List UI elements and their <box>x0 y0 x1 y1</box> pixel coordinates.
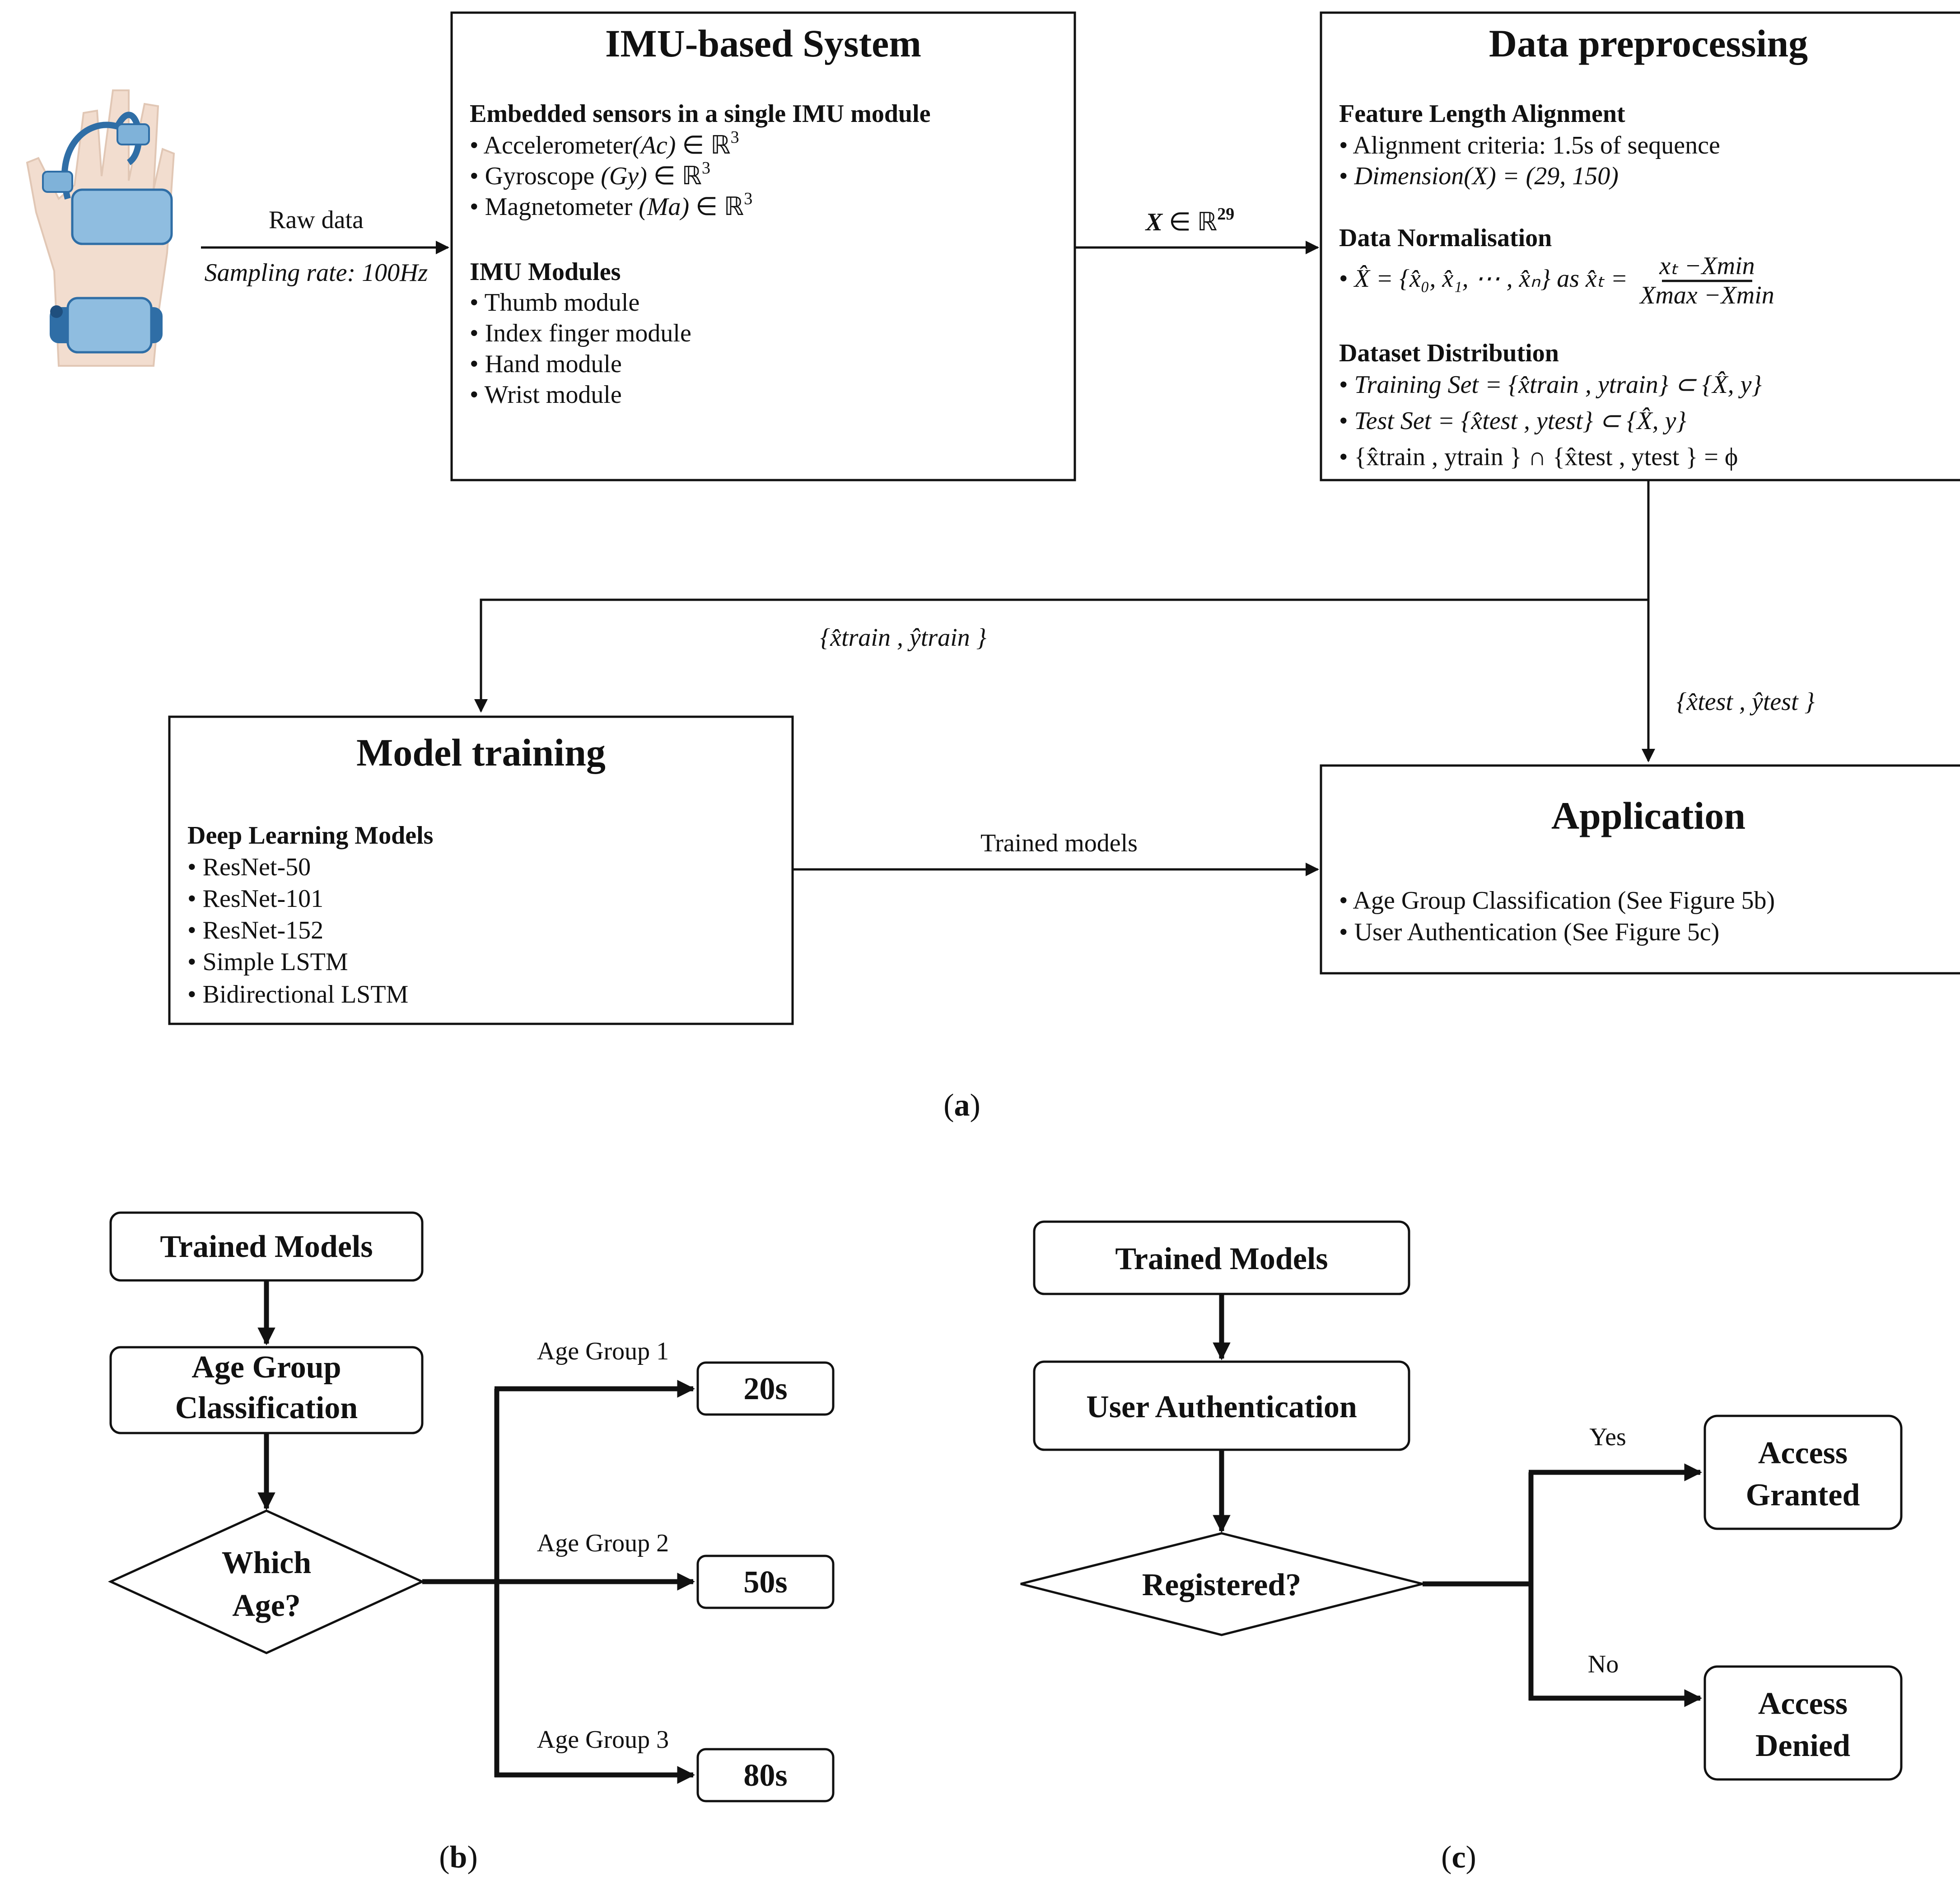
model-item-simple-lstm: • Simple LSTM <box>187 948 348 976</box>
sensor-item-magnetometer: • Magnetometer (Ma) ∈ ℝ3 <box>470 189 752 221</box>
age-group-3-label: Age Group 3 <box>537 1726 669 1754</box>
application-box: Application • Age Group Classification (… <box>1320 764 1960 975</box>
which-line1: Which <box>222 1545 311 1580</box>
application-item-age: • Age Group Classification (See Figure 5… <box>1339 887 1775 915</box>
normalisation-formula: • X̂ = {x̂₀, x̂₁, ⋯ , x̂ₙ} as x̂ₜ = <box>1339 265 1628 293</box>
user-auth-text: User Authentication <box>1086 1390 1357 1424</box>
preprocessing-title: Data preprocessing <box>1489 22 1808 65</box>
trained-models-text-b: Trained Models <box>160 1229 373 1264</box>
granted-line2: Granted <box>1746 1478 1860 1513</box>
sensor-item-gyroscope: • Gyroscope (Gy) ∈ ℝ3 <box>470 159 710 190</box>
access-granted-box <box>1703 1415 1903 1530</box>
imu-system-box: IMU-based System Embedded sensors in a s… <box>450 11 1076 481</box>
caption-c: (c) <box>1441 1840 1476 1875</box>
age-group-line2: Classification <box>175 1391 358 1425</box>
distribution-item-test: • Test Set = {x̂test , ytest} ⊂ {X̂, y} <box>1339 407 1686 435</box>
panel-b: Trained Models Age Group Classification … <box>107 1211 835 1875</box>
normalisation-heading: Data Normalisation <box>1339 224 1552 252</box>
wrist-module-icon <box>66 297 153 354</box>
distribution-item-training: • Training Set = {x̂train , ytrain} ⊂ {X… <box>1339 371 1762 399</box>
denied-line2: Denied <box>1755 1728 1850 1763</box>
svg-text:• Accelerometer(Ac) ∈ ℝ3: • Accelerometer(Ac) ∈ ℝ3 <box>470 128 739 159</box>
module-item-hand: • Hand module <box>470 350 622 378</box>
yes-label: Yes <box>1589 1423 1626 1451</box>
model-item-resnet152: • ResNet-152 <box>187 916 323 944</box>
caption-a: (a) <box>943 1088 980 1123</box>
x-label: X ∈ ℝ29 <box>1145 205 1235 236</box>
sampling-rate-label: Sampling rate: 100Hz <box>205 259 428 287</box>
result-50s-box <box>696 1555 835 1609</box>
imu-system-title: IMU-based System <box>605 22 921 65</box>
result-20s-box <box>696 1361 835 1416</box>
age-group-1-label: Age Group 1 <box>537 1337 669 1365</box>
model-training-box: Model training Deep Learning Models • Re… <box>168 715 794 1025</box>
result-80s-box <box>696 1748 835 1802</box>
dl-models-heading: Deep Learning Models <box>187 822 433 850</box>
preprocessing-box: Data preprocessing Feature Length Alignm… <box>1320 11 1960 481</box>
model-item-bidirectional-lstm: • Bidirectional LSTM <box>187 981 408 1009</box>
no-label: No <box>1588 1650 1619 1678</box>
modules-heading: IMU Modules <box>470 258 621 286</box>
access-denied-box <box>1703 1665 1903 1781</box>
age-group-line1: Age Group <box>191 1350 341 1385</box>
model-item-resnet101: • ResNet-101 <box>187 885 323 913</box>
model-training-title: Model training <box>356 731 606 774</box>
model-item-resnet50: • ResNet-50 <box>187 853 311 881</box>
panel-c: Trained Models User Authentication Regis… <box>1020 1220 1903 1875</box>
which-line2: Age? <box>232 1588 301 1623</box>
imu-glove-photo <box>26 89 175 367</box>
raw-data-label: Raw data <box>269 206 364 234</box>
which-age-diamond <box>107 1509 425 1654</box>
index-module-icon <box>117 123 150 145</box>
hand-module-icon <box>71 188 173 245</box>
distribution-heading: Dataset Distribution <box>1339 339 1559 367</box>
preprocessing-down-line <box>474 480 1650 713</box>
train-data-label: {x̂train , ŷtrain } <box>820 624 986 652</box>
alignment-item-dimension: • Dimension(X) = (29, 150) <box>1339 162 1619 190</box>
result-80s-text: 80s <box>743 1758 787 1793</box>
alignment-heading: Feature Length Alignment <box>1339 100 1625 128</box>
result-20s-text: 20s <box>743 1372 787 1406</box>
application-title: Application <box>1551 794 1745 837</box>
normalisation-denominator: Xmax −Xmin <box>1639 281 1774 309</box>
registered-text: Registered? <box>1142 1568 1302 1602</box>
thumb-module-icon <box>42 171 73 193</box>
granted-line1: Access <box>1758 1436 1848 1471</box>
denied-line1: Access <box>1758 1686 1848 1721</box>
caption-b: (b) <box>439 1840 478 1875</box>
result-50s-text: 50s <box>743 1565 787 1600</box>
distribution-item-disjoint: • {x̂train , ytrain } ∩ {x̂test , ytest … <box>1339 443 1738 471</box>
alignment-item-criteria: • Alignment criteria: 1.5s of sequence <box>1339 131 1720 159</box>
wrist-strap-end-icon <box>50 305 63 318</box>
trained-models-label: Trained models <box>980 829 1138 857</box>
sensor-item-accelerometer: • Accelerometer(Ac) ∈ ℝ3 <box>470 128 739 159</box>
application-item-auth: • User Authentication (See Figure 5c) <box>1339 918 1719 946</box>
svg-text:• Magnetometer (Ma) ∈ ℝ3: • Magnetometer (Ma) ∈ ℝ3 <box>470 189 752 221</box>
normalisation-numerator: xₜ −Xmin <box>1659 252 1755 280</box>
module-item-index: • Index finger module <box>470 319 691 347</box>
age-group-2-label: Age Group 2 <box>537 1529 669 1557</box>
registered-diamond <box>1020 1532 1423 1636</box>
module-item-wrist: • Wrist module <box>470 381 622 409</box>
test-data-label: {x̂test , ŷtest } <box>1676 688 1815 716</box>
sensors-heading: Embedded sensors in a single IMU module <box>470 100 931 128</box>
trained-models-text-c: Trained Models <box>1115 1242 1328 1276</box>
svg-text:• Gyroscope (Gy) ∈ ℝ3: • Gyroscope (Gy) ∈ ℝ3 <box>470 159 710 190</box>
module-item-thumb: • Thumb module <box>470 289 639 317</box>
